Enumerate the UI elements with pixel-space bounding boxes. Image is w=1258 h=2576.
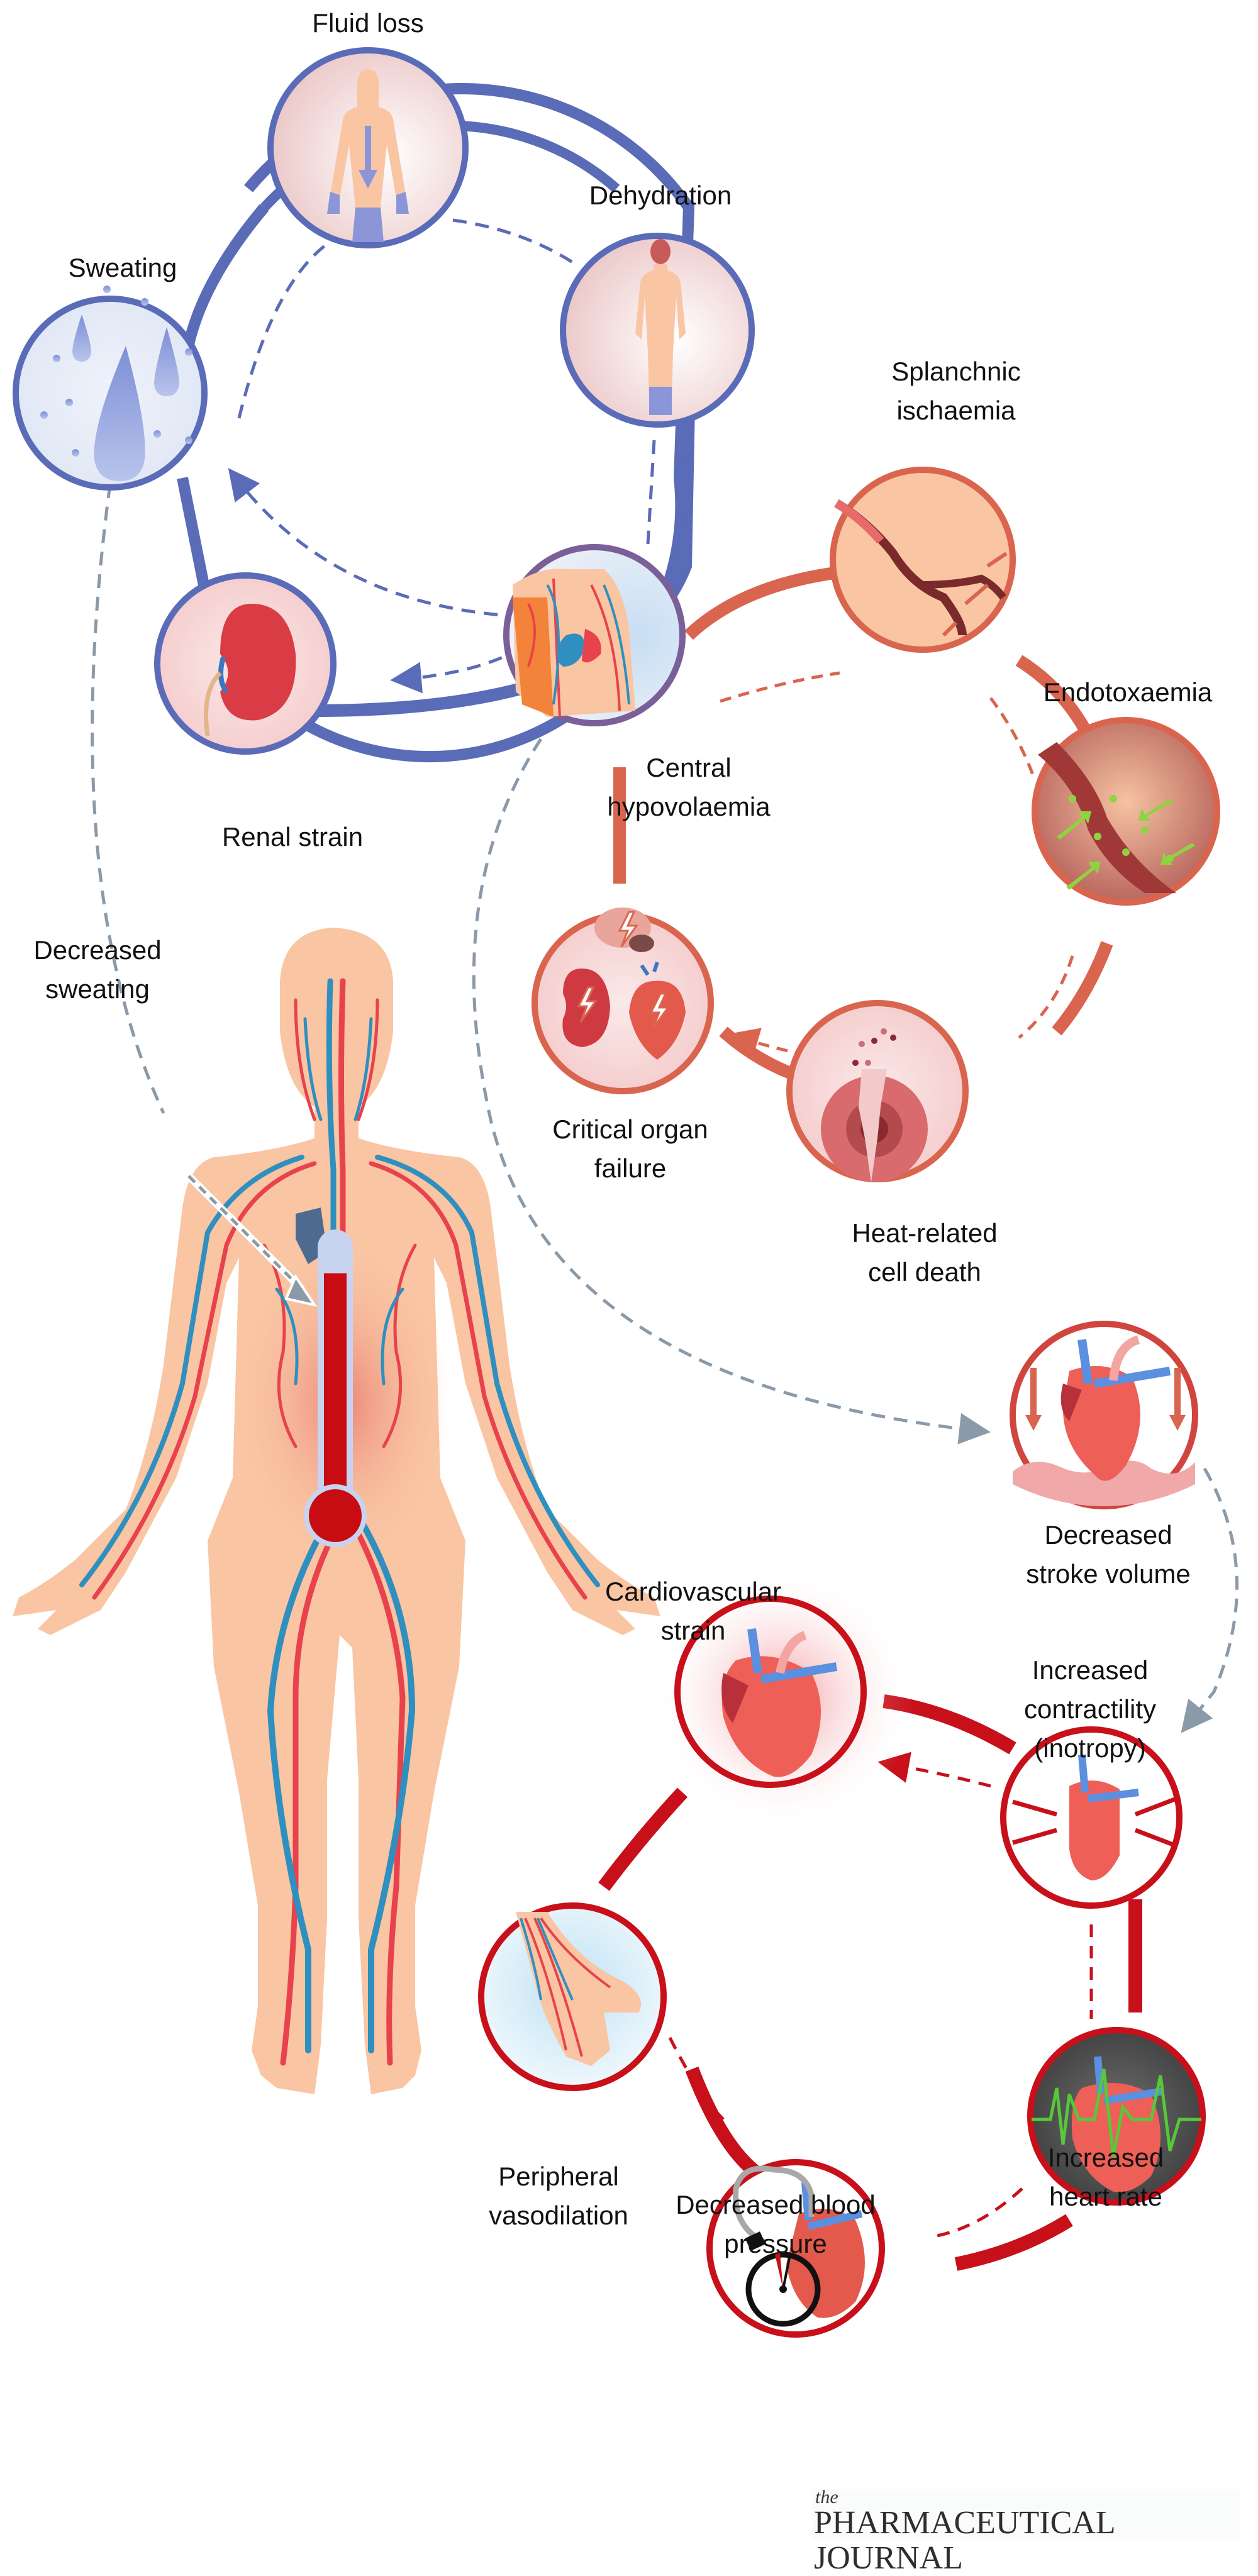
node-increased-contractility	[1000, 1726, 1183, 1909]
node-cardiovascular-strain	[651, 1566, 915, 1830]
label-line: Cardiovascular	[604, 1577, 782, 1606]
node-central-hypovolaemia	[503, 544, 686, 726]
label-central-hypovolaemia: Central hypovolaemia	[607, 748, 770, 826]
label-line: contractility	[1023, 1694, 1157, 1724]
heart-glow-icon	[721, 1628, 838, 1777]
node-sweating	[13, 286, 208, 491]
label-line: strain	[660, 1616, 726, 1645]
organs-lightning-icon	[562, 908, 686, 1060]
label-line: Decreased blood	[676, 2190, 876, 2219]
label-cardiovascular-strain: Cardiovascular strain	[605, 1572, 781, 1650]
label-line: (inotropy)	[1034, 1733, 1146, 1763]
label-line: Splanchnic	[891, 357, 1021, 386]
label-line: Decreased	[33, 935, 162, 965]
label-increased-contractility: Increased contractility (inotropy)	[1024, 1651, 1156, 1768]
label-decreased-blood-pressure: Decreased blood pressure	[676, 2185, 876, 2263]
label-sweating: Sweating	[68, 253, 177, 282]
label-line: sweating	[45, 974, 150, 1004]
node-endotoxaemia	[1032, 717, 1220, 906]
node-fluid-loss	[267, 47, 469, 248]
node-peripheral-vasodilation	[478, 1902, 667, 2091]
logo-name: PHARMACEUTICAL JOURNAL	[814, 2505, 1115, 2576]
ruptured-cell-icon	[821, 1028, 928, 1182]
body-dehydration-icon	[635, 239, 686, 415]
pharmaceutical-journal-logo: the PHARMACEUTICAL JOURNAL	[813, 2487, 1240, 2576]
label-line: failure	[594, 1153, 667, 1183]
label-critical-organ-failure: Critical organ failure	[552, 1110, 708, 1188]
node-decreased-blood-pressure	[706, 2159, 885, 2338]
kidney-icon	[204, 604, 296, 736]
heart-gauge-icon	[733, 2165, 865, 2327]
node-splanchnic-ischaemia	[830, 467, 1016, 653]
label-increased-heart-rate: Increased heart rate	[1048, 2138, 1164, 2216]
label-endotoxaemia: Endotoxaemia	[1043, 677, 1213, 707]
label-line: Increased	[1032, 1655, 1149, 1685]
label-line: heart rate	[1049, 2182, 1162, 2211]
leaky-vessel-icon	[1038, 742, 1195, 893]
node-heat-related-cell-death	[786, 1000, 969, 1182]
label-line: Heat-related	[852, 1218, 998, 1248]
body-fluid-arrow-icon	[327, 69, 409, 242]
label-line: Decreased	[1044, 1520, 1172, 1550]
node-critical-organ-failure	[532, 908, 714, 1094]
label-line: hypovolaemia	[607, 792, 771, 821]
heart-squeeze-icon	[1012, 1754, 1177, 1880]
label-splanchnic-ischaemia: Splanchnic ischaemia	[891, 352, 1020, 430]
label-dehydration: Dehydration	[589, 180, 732, 210]
torso-vessels-icon	[513, 569, 635, 718]
label-peripheral-vasodilation: Peripheral vasodilation	[489, 2157, 628, 2235]
logo-the: the	[815, 2487, 838, 2507]
thermometer-icon	[304, 1230, 367, 1547]
cardio-cycle-inner-dashed	[668, 1752, 1093, 2238]
label-line: ischaemia	[896, 396, 1016, 425]
heart-down-arrows-icon	[1025, 1335, 1186, 1481]
node-dehydration	[560, 233, 755, 428]
node-renal-strain	[154, 572, 337, 755]
heart-ecg-icon	[1032, 2056, 1201, 2192]
thermometer-level	[324, 1273, 347, 1503]
label-fluid-loss: Fluid loss	[312, 8, 424, 38]
constricted-vessel-icon	[834, 499, 1008, 637]
grey-connectors	[91, 484, 1239, 1733]
sweat-drops-icon	[40, 286, 192, 481]
label-line: vasodilation	[489, 2201, 628, 2230]
hand-vessels-icon	[516, 1912, 642, 2066]
label-line: Critical organ	[552, 1114, 708, 1144]
label-line: Increased	[1047, 2143, 1164, 2172]
label-line: pressure	[724, 2229, 827, 2258]
label-line: cell death	[868, 1257, 981, 1287]
label-line: Peripheral	[498, 2162, 619, 2191]
label-heat-related-cell-death: Heat-related cell death	[852, 1214, 997, 1292]
label-line: Central	[646, 753, 732, 782]
label-renal-strain: Renal strain	[221, 822, 364, 852]
label-line: stroke volume	[1026, 1559, 1191, 1589]
label-decreased-sweating: Decreased sweating	[33, 931, 161, 1009]
node-decreased-stroke-volume	[1010, 1321, 1198, 1509]
label-decreased-stroke-volume: Decreased stroke volume	[1026, 1516, 1190, 1594]
node-increased-heart-rate	[1027, 2027, 1206, 2206]
gut-cycle-inner-dashed	[720, 671, 1074, 1065]
